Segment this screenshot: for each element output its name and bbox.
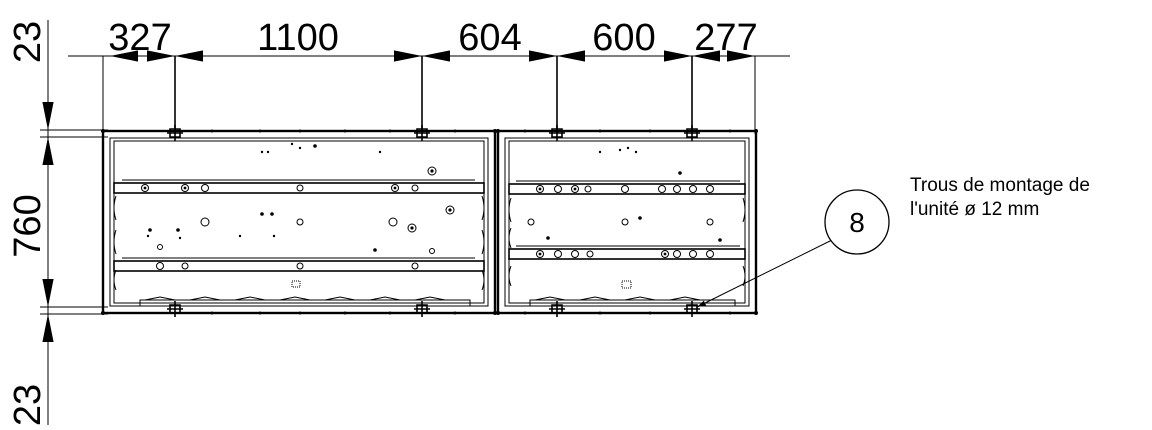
edge-bolts xyxy=(101,129,758,315)
callout-label-line1: Trous de montage de xyxy=(910,175,1090,196)
dim-760: 760 xyxy=(7,194,49,257)
dim-604: 604 xyxy=(458,17,521,59)
callout-8: 8 Trous de montage de l'unité ø 12 mm xyxy=(696,175,1090,308)
callout-circle xyxy=(824,189,890,255)
top-dimension-chain: 327 1100 604 600 277 xyxy=(68,17,790,134)
right-unit-outline xyxy=(496,125,758,317)
dim-600: 600 xyxy=(592,17,655,59)
callout-label-line2: l'unité ø 12 mm xyxy=(910,199,1039,220)
dim-1100: 1100 xyxy=(257,17,339,59)
callout-number: 8 xyxy=(849,207,865,238)
left-unit-outline xyxy=(101,125,497,317)
dim-23-top: 23 xyxy=(7,21,49,63)
dim-23-bottom: 23 xyxy=(7,384,49,426)
dim-327: 327 xyxy=(108,17,171,59)
dim-277: 277 xyxy=(694,17,757,59)
left-dimension-chain: 23 760 23 xyxy=(7,20,108,426)
